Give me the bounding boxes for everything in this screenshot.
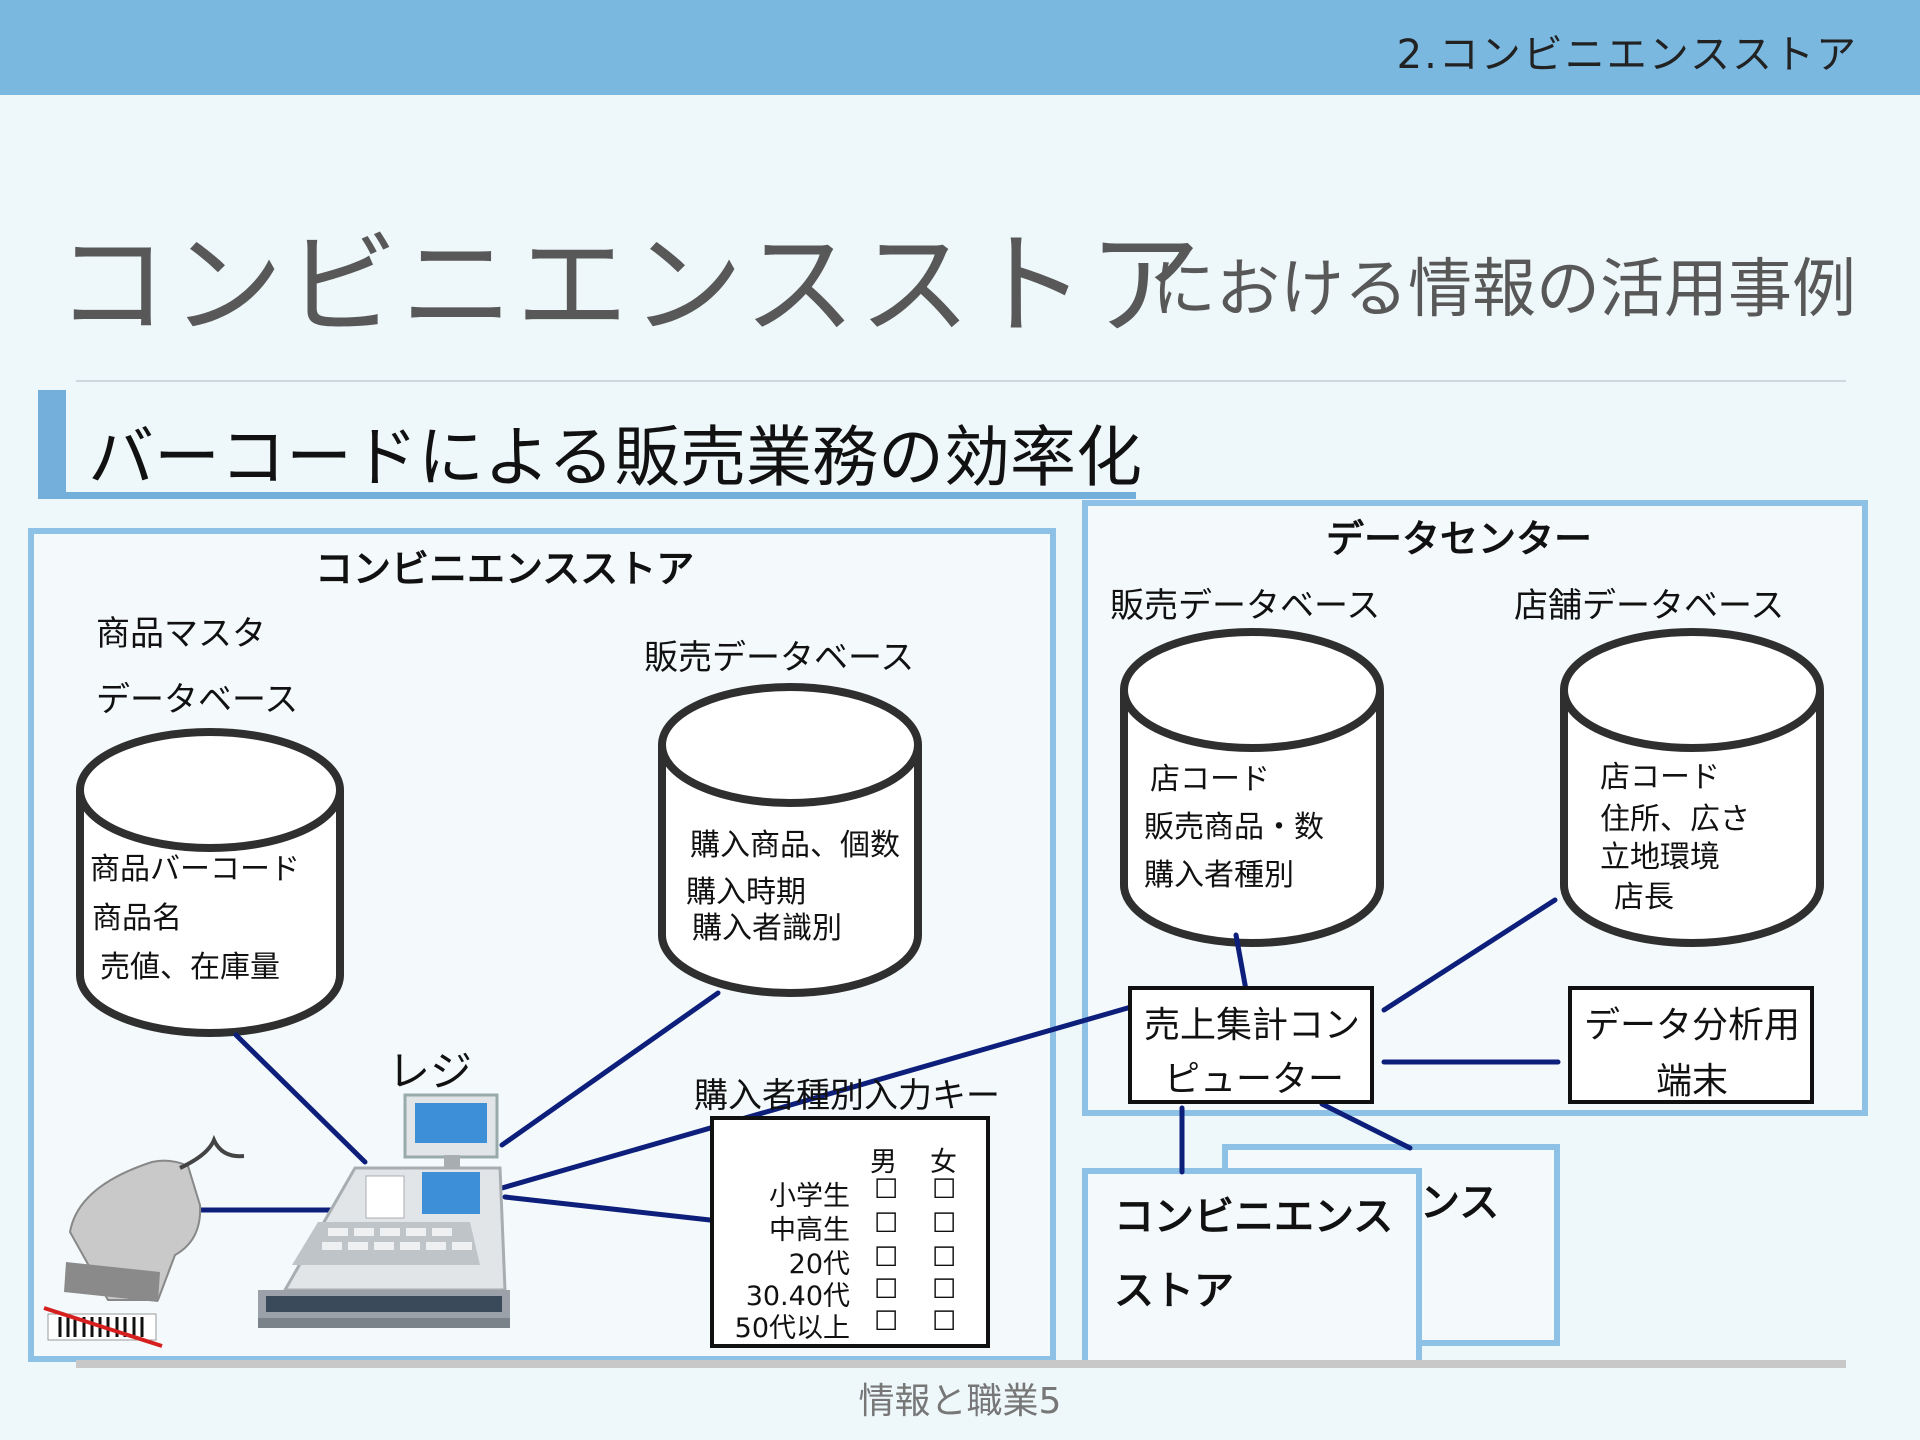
footer-text: 情報と職業5	[858, 1381, 1062, 1422]
header-bar	[0, 0, 1920, 95]
footer-bar	[76, 1360, 1846, 1368]
other-store-front-line1: コンビニエンス	[1114, 1194, 1394, 1240]
key-checkbox[interactable]: ☐	[874, 1208, 899, 1239]
key-checkbox[interactable]: ☐	[874, 1174, 899, 1205]
key-checkbox[interactable]: ☐	[874, 1242, 899, 1273]
product-db-label-line2: データベース	[96, 680, 299, 720]
section-underline	[38, 492, 1136, 499]
key-row-label: 中高生	[769, 1215, 850, 1246]
dc-store-db-item: 立地環境	[1600, 840, 1720, 875]
store-sales-db-label: 販売データベース	[644, 638, 915, 678]
key-checkbox[interactable]: ☐	[932, 1208, 957, 1239]
dc-sales-db-label: 販売データベース	[1110, 586, 1381, 626]
key-input-box	[710, 1116, 990, 1348]
key-checkbox[interactable]: ☐	[874, 1306, 899, 1337]
store-sales-db-item: 購入者識別	[692, 911, 842, 946]
barcode-scanner-icon	[43, 1134, 245, 1348]
title-divider	[76, 380, 1846, 382]
dc-sales-db-cylinder	[1120, 628, 1384, 947]
store-sales-db-item: 購入時期	[686, 875, 806, 910]
dc-sales-db-item: 店コード	[1150, 762, 1270, 797]
key-checkbox[interactable]: ☐	[874, 1274, 899, 1305]
key-input-label: 購入者種別入力キー	[694, 1076, 1000, 1116]
product-db-label-line1: 商品マスタ	[96, 614, 266, 654]
key-checkbox[interactable]: ☐	[932, 1306, 957, 1337]
product-db-item: 商品バーコード	[90, 852, 300, 887]
analysis-terminal-line2: 端末	[1656, 1061, 1729, 1102]
store-sales-db-item: 購入商品、個数	[690, 828, 900, 863]
key-row-label: 20代	[788, 1249, 850, 1280]
sales-aggregator-line1: 売上集計コン	[1144, 1005, 1361, 1046]
other-store-back-label: ンス	[1420, 1180, 1500, 1226]
store-panel-title: コンビニエンスストア	[315, 547, 695, 591]
sales-aggregator-line2: ピューター	[1164, 1059, 1345, 1100]
dc-store-db-label: 店舗データベース	[1514, 586, 1785, 626]
key-checkbox[interactable]: ☐	[932, 1174, 957, 1205]
key-header-female: 女	[930, 1147, 957, 1178]
key-header-male: 男	[870, 1147, 897, 1178]
key-row-label: 50代以上	[734, 1313, 850, 1344]
dc-store-db-item: 店コード	[1600, 760, 1720, 795]
register-label: レジ	[388, 1047, 473, 1096]
header-section-label: 2.コンビニエンスストア	[1396, 32, 1858, 78]
product-db-item: 売値、在庫量	[100, 950, 280, 985]
other-store-front	[1082, 1168, 1422, 1368]
dc-store-db-item: 店長	[1614, 880, 1674, 915]
cash-register-icon	[258, 1093, 510, 1328]
section-title: バーコードによる販売業務の効率化	[88, 419, 1143, 496]
dc-store-db-cylinder	[1560, 628, 1824, 947]
page-title: コンビニエンスストア	[56, 221, 1204, 351]
datacenter-title: データセンター	[1326, 517, 1593, 561]
key-checkbox[interactable]: ☐	[932, 1274, 957, 1305]
analysis-terminal-box	[1568, 986, 1814, 1104]
connector-lines	[180, 897, 1561, 1223]
analysis-terminal-line1: データ分析用	[1584, 1005, 1801, 1046]
product-db-cylinder	[76, 728, 344, 1037]
store-sales-db-cylinder	[658, 683, 922, 997]
key-checkbox[interactable]: ☐	[932, 1242, 957, 1273]
key-row-label: 30.40代	[745, 1281, 850, 1312]
page-subtitle: における情報の活用事例	[1152, 253, 1856, 327]
section-accent	[38, 390, 66, 498]
dc-sales-db-item: 販売商品・数	[1144, 810, 1324, 845]
dc-sales-db-item: 購入者種別	[1144, 858, 1294, 893]
key-row-label: 小学生	[769, 1181, 850, 1212]
product-db-item: 商品名	[92, 901, 182, 936]
other-store-front-line2: ストア	[1114, 1268, 1234, 1314]
sales-aggregator-box	[1128, 986, 1374, 1104]
dc-store-db-item: 住所、広さ	[1600, 802, 1750, 837]
